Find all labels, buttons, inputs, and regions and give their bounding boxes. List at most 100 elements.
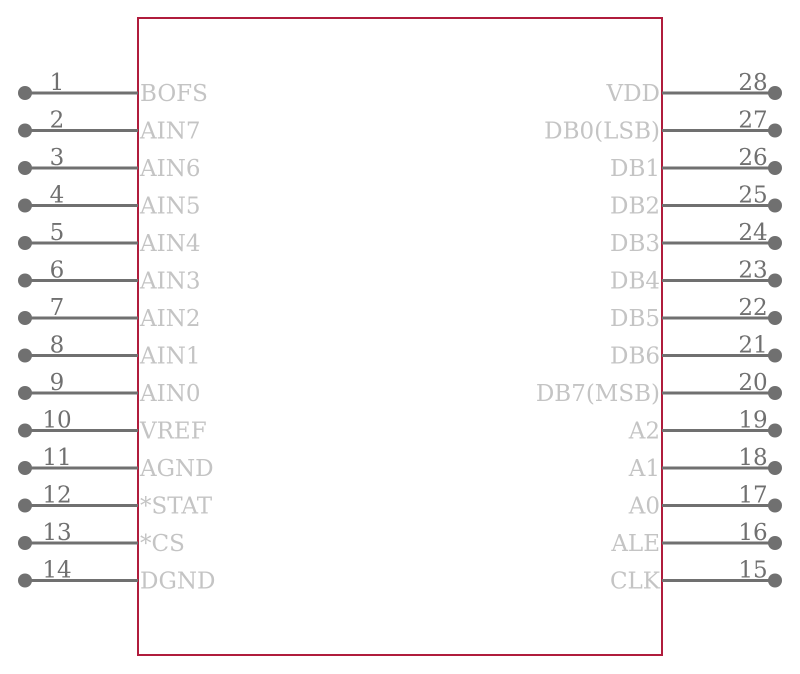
- pin-number: 9: [50, 370, 65, 396]
- pin-terminal-dot: [18, 461, 32, 475]
- pin-terminal-dot: [18, 348, 32, 363]
- pin-number: 16: [738, 520, 767, 546]
- pin-number: 26: [738, 145, 767, 171]
- pin-terminal-dot: [768, 161, 782, 175]
- pin-name: DB5: [610, 306, 660, 332]
- pin-terminal-dot: [768, 386, 782, 400]
- pin-number: 7: [50, 295, 65, 321]
- pin-terminal-dot: [18, 273, 32, 288]
- pin-terminal-dot: [18, 536, 32, 550]
- pin-terminal-dot: [18, 311, 32, 325]
- pin-number: 28: [738, 70, 767, 96]
- pin-26: 26 DB1: [610, 145, 782, 182]
- pin-12: 12*STAT: [18, 483, 213, 520]
- pin-name: DB3: [610, 231, 660, 257]
- pin-number: 11: [42, 445, 71, 471]
- pin-terminal-dot: [768, 273, 782, 288]
- pin-name: AIN7: [139, 119, 200, 145]
- pin-5: 5 AIN4: [18, 220, 200, 257]
- pin-terminal-dot: [18, 86, 32, 100]
- pin-number: 2: [50, 108, 65, 134]
- pin-number: 4: [50, 183, 65, 209]
- pin-15: 15 CLK: [610, 558, 782, 595]
- pin-name: AIN4: [139, 231, 200, 257]
- pin-name: DGND: [140, 569, 215, 595]
- pin-name: A1: [628, 456, 660, 482]
- pin-number: 13: [42, 520, 71, 546]
- pin-number: 19: [738, 408, 767, 434]
- pin-number: 15: [738, 558, 767, 584]
- pin-name: BOFS: [140, 81, 208, 107]
- pin-name: AIN2: [139, 306, 200, 332]
- pin-name: DB4: [610, 269, 660, 295]
- pin-terminal-dot: [768, 236, 782, 250]
- pin-name: AIN6: [139, 156, 200, 182]
- pin-terminal-dot: [768, 123, 782, 138]
- pin-name: DB0(LSB): [544, 119, 660, 145]
- pin-number: 5: [50, 220, 65, 246]
- pin-9: 9 AIN0: [18, 370, 200, 407]
- pin-number: 24: [738, 220, 767, 246]
- pin-name: AIN0: [139, 381, 200, 407]
- pin-terminal-dot: [768, 86, 782, 100]
- pin-name: *CS: [140, 531, 185, 557]
- pin-terminal-dot: [768, 198, 782, 213]
- pin-terminal-dot: [18, 423, 32, 438]
- pin-name: DB6: [610, 344, 660, 370]
- pin-terminal-dot: [768, 498, 782, 513]
- pin-terminal-dot: [18, 123, 32, 138]
- pin-terminal-dot: [768, 348, 782, 363]
- pin-number: 6: [50, 258, 65, 284]
- pin-11: 11 AGND: [18, 445, 214, 482]
- ic-body-outline: [137, 17, 663, 656]
- pin-terminal-dot: [18, 161, 32, 175]
- pin-number: 3: [50, 145, 65, 171]
- pin-14: 14 DGND: [18, 558, 215, 595]
- pin-18: 18 A1: [628, 445, 782, 482]
- pin-20: 20 DB7(MSB): [536, 370, 782, 407]
- pin-terminal-dot: [768, 461, 782, 475]
- pin-number: 25: [738, 183, 767, 209]
- pin-name: DB1: [610, 156, 660, 182]
- pin-name: CLK: [610, 569, 661, 595]
- pin-17: 17 A0: [628, 483, 782, 520]
- pin-number: 18: [738, 445, 767, 471]
- pin-name: A0: [628, 494, 660, 520]
- pin-name: DB2: [610, 194, 660, 220]
- pin-13: 13 *CS: [18, 520, 185, 557]
- pin-name: VDD: [606, 81, 661, 107]
- pin-terminal-dot: [18, 498, 32, 513]
- pin-terminal-dot: [18, 236, 32, 250]
- pin-25: 25 DB2: [610, 183, 782, 220]
- pin-7: 7 AIN2: [18, 295, 200, 332]
- pin-number: 20: [738, 370, 767, 396]
- pin-terminal-dot: [768, 573, 782, 588]
- pin-number: 17: [738, 483, 767, 509]
- pin-19: 19 A2: [628, 408, 782, 445]
- pin-name: AIN1: [139, 344, 200, 370]
- pin-number: 23: [738, 258, 767, 284]
- pin-1: 1 BOFS: [18, 70, 208, 107]
- pin-name: A2: [628, 419, 660, 445]
- pin-name: AGND: [139, 456, 214, 482]
- pin-name: DB7(MSB): [536, 381, 660, 407]
- pin-2: 2 AIN7: [18, 108, 200, 145]
- pin-name: *STAT: [140, 494, 213, 520]
- pin-terminal-dot: [18, 386, 32, 400]
- pin-23: 23 DB4: [610, 258, 782, 295]
- pin-name: VREF: [139, 419, 207, 445]
- pin-terminal-dot: [18, 573, 32, 588]
- pin-number: 1: [50, 70, 65, 96]
- pin-terminal-dot: [768, 311, 782, 325]
- pin-number: 14: [42, 558, 71, 584]
